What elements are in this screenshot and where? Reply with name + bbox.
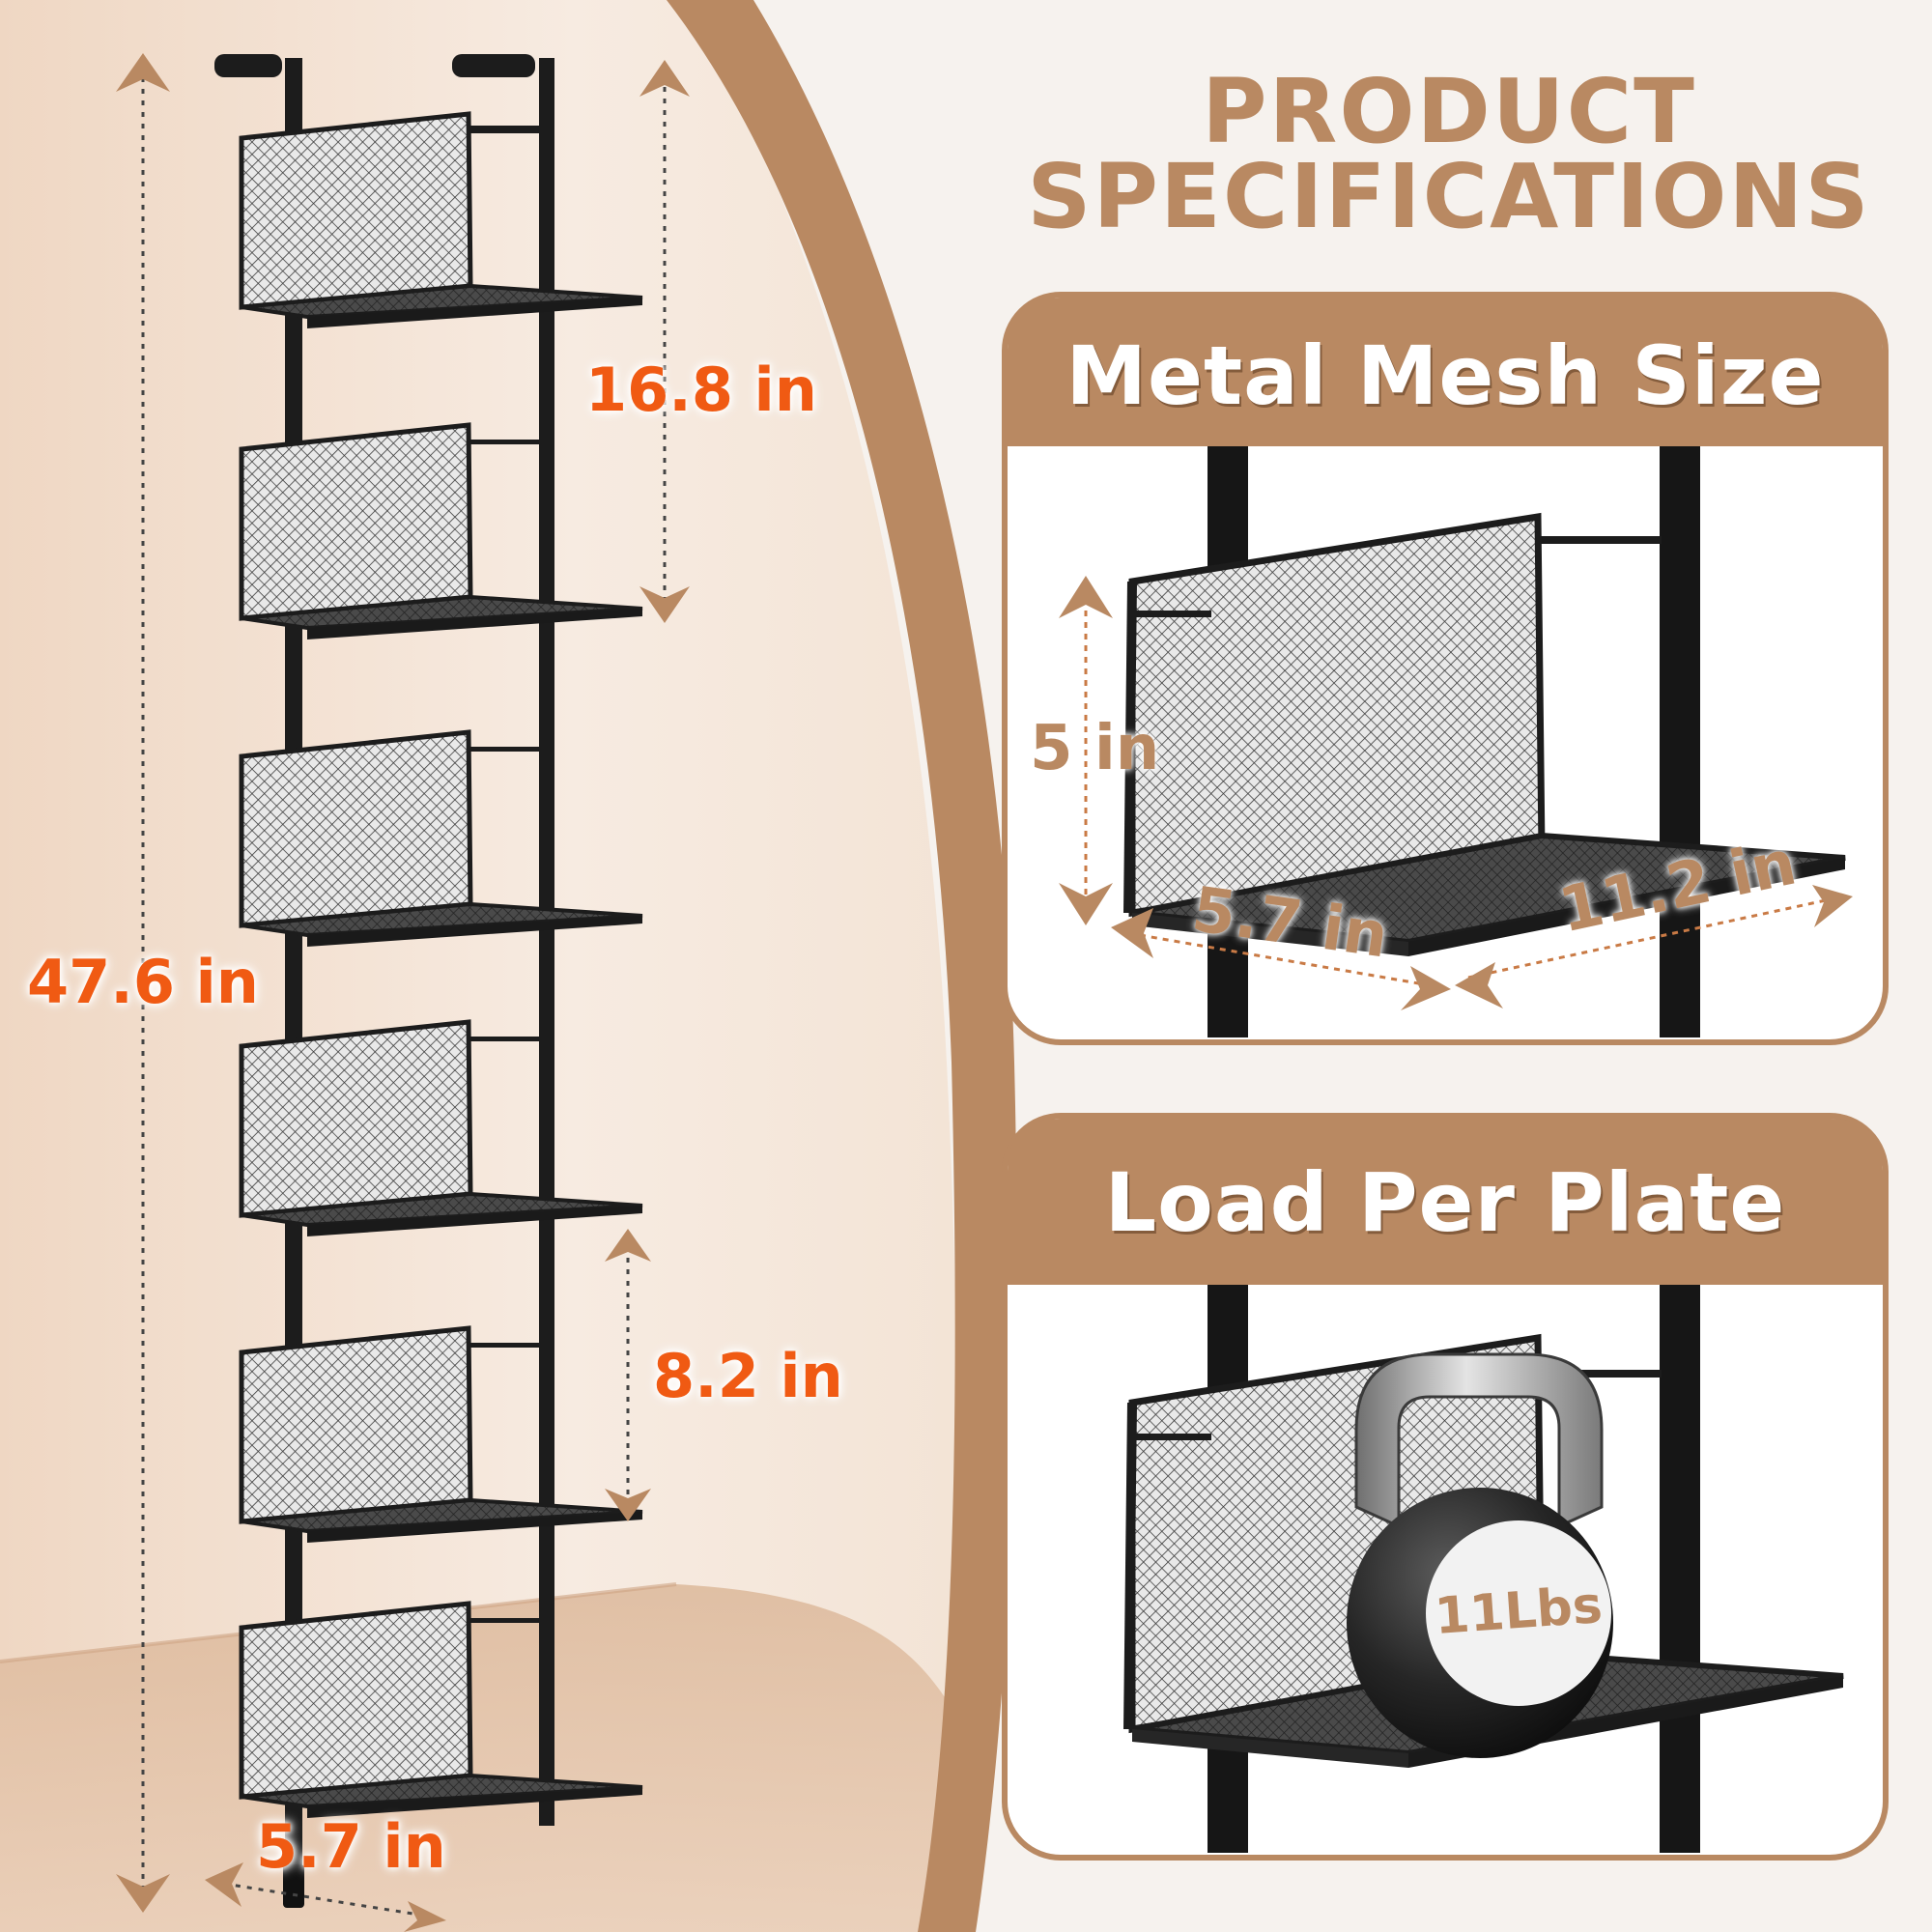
tall-shelf-tier (239, 422, 643, 639)
shelf-spacing-bottom-label: 8.2 in (653, 1341, 843, 1411)
kettlebell (1347, 1352, 1613, 1758)
load-per-plate-panel (1002, 1113, 1889, 1861)
dimension-arrowheads (116, 53, 690, 1932)
tall-shelf-tier (239, 1325, 643, 1543)
dimension-lines (141, 75, 667, 1918)
right-upright (539, 58, 554, 1826)
tall-shelf-tier (239, 729, 643, 947)
mesh-panel-title: Metal Mesh Size (1065, 328, 1825, 423)
base-depth-label: 5.7 in (256, 1811, 446, 1882)
page-title-line1: PRODUCT (1202, 60, 1696, 163)
load-panel-title: Load Per Plate (1104, 1155, 1786, 1250)
mesh-size-panel (1002, 292, 1889, 1045)
tall-shelf-tier (239, 111, 643, 328)
left-upright (285, 58, 302, 1893)
shelf-spacing-top-label: 16.8 in (585, 355, 817, 425)
total-height-label: 47.6 in (27, 947, 259, 1017)
tall-shelf-tier (239, 1601, 643, 1818)
tall-shelf-tier (239, 1019, 643, 1236)
mesh-height-label: 5 in (1030, 713, 1160, 784)
page-title-line2: SPECIFICATIONS (1027, 145, 1871, 248)
tall-shelf-unit (214, 54, 643, 1908)
